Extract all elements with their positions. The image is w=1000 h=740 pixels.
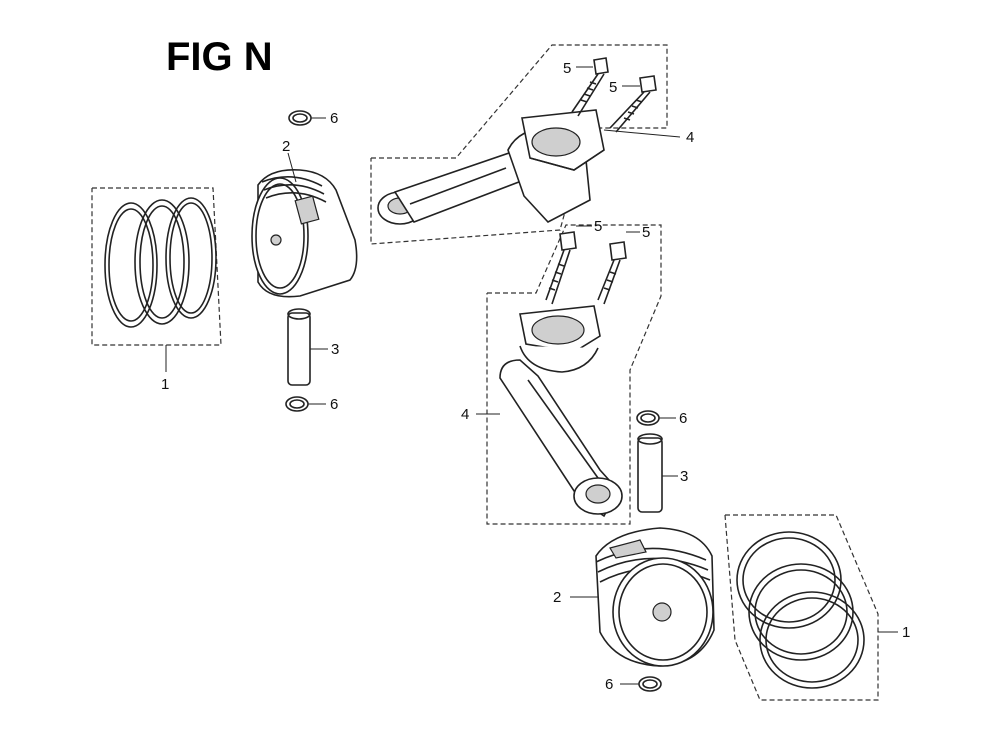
callout-bolt-middle-a: 5: [594, 218, 602, 235]
connecting-rod-top: [370, 44, 681, 245]
callout-pin-right: 3: [680, 468, 688, 485]
clip-right-top: [636, 410, 676, 426]
callout-rod-middle: 4: [461, 406, 469, 423]
clip-left-top: [288, 110, 326, 126]
bolt-top-a: [571, 57, 609, 117]
bolt-middle-b: [597, 231, 640, 305]
callout-pin-left: 3: [331, 341, 339, 358]
figure-title: FIG N: [166, 35, 273, 79]
piston-pin-right: [637, 433, 678, 513]
callout-ring-set-right: 1: [902, 624, 910, 641]
clip-right-bottom: [620, 676, 662, 692]
callout-rod-top: 4: [686, 129, 694, 146]
callout-clip-left-bottom: 6: [330, 396, 338, 413]
connecting-rod-middle: [476, 224, 662, 525]
callout-clip-left-top: 6: [330, 110, 338, 127]
callout-bolt-top-a: 5: [563, 60, 571, 77]
bolt-top-b: [609, 75, 657, 133]
piston-ring-set-right: [724, 514, 898, 701]
piston-right: [570, 527, 715, 667]
piston-pin-left: [287, 308, 328, 386]
callout-clip-right-top: 6: [679, 410, 687, 427]
clip-left-bottom: [285, 396, 326, 412]
callout-clip-right-bottom: 6: [605, 676, 613, 693]
callout-bolt-top-b: 5: [609, 79, 617, 96]
piston-left: [251, 152, 358, 298]
bolt-middle-a: [545, 225, 592, 305]
callout-bolt-middle-b: 5: [642, 224, 650, 241]
piston-ring-set-left: [91, 187, 222, 372]
callout-piston-right: 2: [553, 589, 561, 606]
callout-piston-left: 2: [282, 138, 290, 155]
callout-ring-set-left: 1: [161, 376, 169, 393]
